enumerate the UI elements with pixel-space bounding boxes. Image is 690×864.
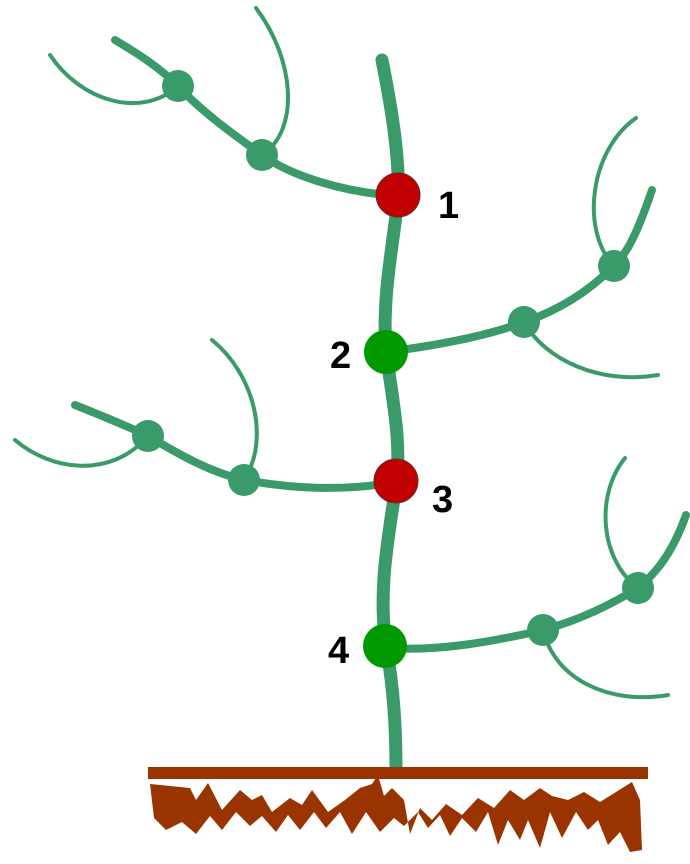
node-2 (364, 330, 408, 374)
node-4 (363, 624, 407, 668)
branch-3 (13, 338, 400, 496)
leaf-joint (132, 420, 164, 452)
ground-line (148, 767, 648, 779)
ground-soil (150, 775, 642, 852)
ground (148, 767, 648, 852)
leaf-joint (622, 572, 654, 604)
branch-1 (48, 6, 402, 200)
node-label-3: 3 (432, 479, 453, 521)
leaf-joint (162, 70, 194, 102)
branch-2 (382, 116, 660, 380)
leaf-joint (228, 464, 260, 496)
node-label-4: 4 (328, 630, 349, 672)
leaf-joint (508, 306, 540, 338)
node-label-1: 1 (438, 185, 459, 227)
leaf-joint (246, 139, 278, 171)
node-label-2: 2 (330, 335, 351, 377)
node-3 (373, 458, 419, 504)
branch-4 (382, 456, 690, 700)
node-1 (375, 172, 421, 218)
leaf-joint (527, 614, 559, 646)
leaf-joint (598, 250, 630, 282)
